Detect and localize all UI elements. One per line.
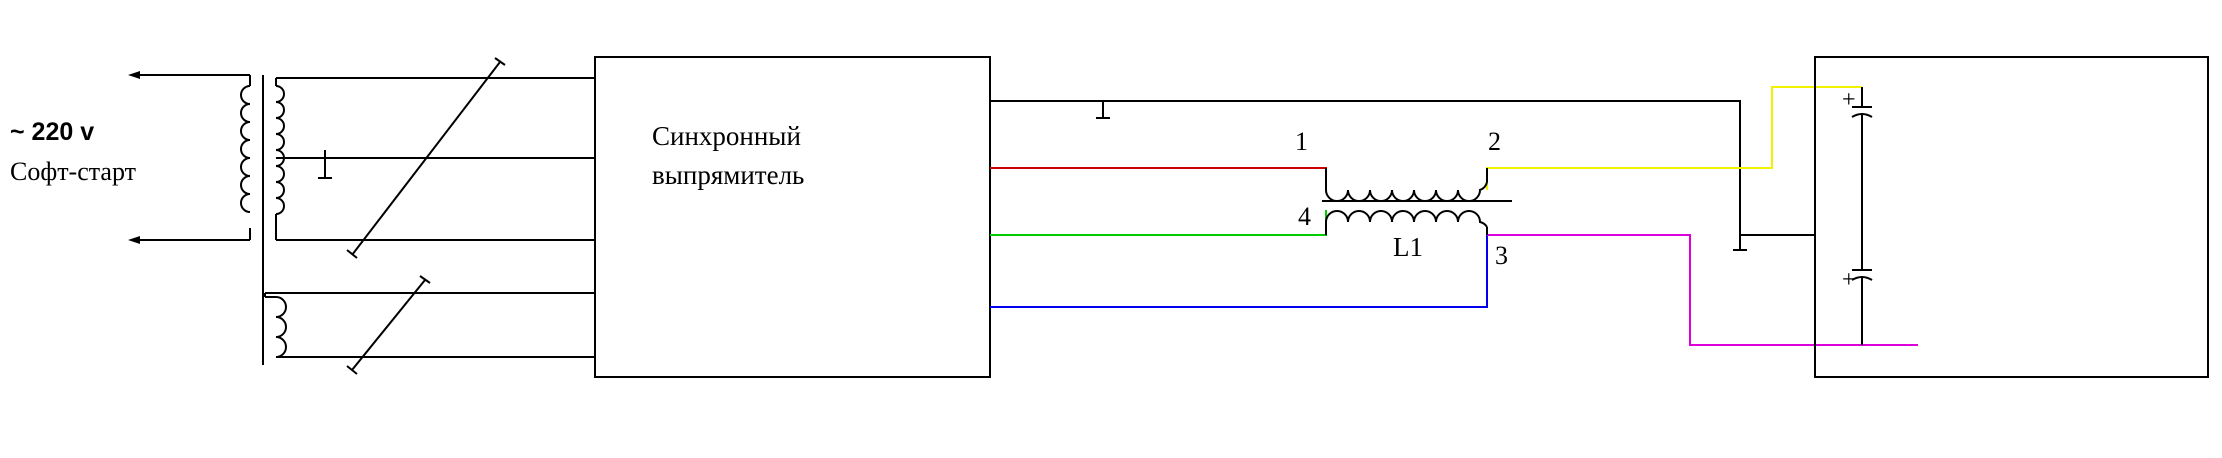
capacitor-stack (1851, 87, 1873, 345)
secondary-1-leads (275, 77, 595, 241)
blue-wire (990, 235, 1488, 308)
secondary-2-leads (264, 292, 595, 358)
synchronous-rectifier-box (594, 56, 991, 378)
rectifier-title-line2: выпрямитель (652, 160, 804, 190)
output-load-box (1814, 56, 2209, 378)
soft-start-label: Софт-старт (10, 157, 136, 186)
inductor-name: L1 (1393, 232, 1423, 262)
black-output-wire (990, 100, 1815, 251)
magenta-wire (1487, 234, 1918, 346)
capacitor-top-plus: + (1842, 87, 1856, 113)
inductor-pin-3: 3 (1495, 241, 1508, 270)
variable-slash-icons (346, 57, 506, 375)
voltage-label: ~ 220 v (10, 118, 94, 146)
inductor-pin-4: 4 (1298, 202, 1311, 231)
red-wire (990, 167, 1327, 190)
rectifier-title-line1: Синхронный (652, 121, 801, 151)
transformer-primary-coil (240, 85, 251, 213)
capacitor-bottom-plus: + (1842, 267, 1856, 293)
inductor-pin-1: 1 (1295, 127, 1308, 156)
input-leads (132, 74, 251, 241)
input-arrow-icons (128, 71, 140, 244)
inductor-pin-2: 2 (1488, 127, 1501, 156)
transformer-secondary-coil-1 (275, 85, 285, 215)
inductor-l1 (1322, 168, 1512, 235)
yellow-wire (1486, 86, 1862, 190)
transformer-secondary-coil-2 (275, 296, 287, 358)
ground-symbol-tap (318, 150, 332, 179)
green-wire (990, 210, 1327, 236)
